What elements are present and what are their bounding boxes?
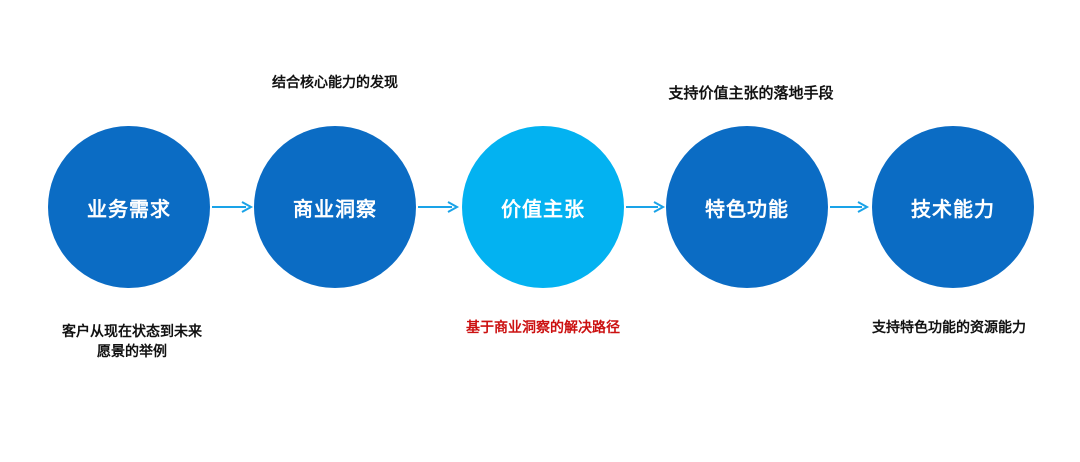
insight-note: 结合核心能力的发现 [272, 75, 398, 91]
feature-note: 支持价值主张的落地手段 [668, 84, 834, 102]
arrow-right-icon [626, 201, 666, 213]
step-label: 价值主张 [501, 196, 585, 221]
demand-note-line: 客户从现在状态到未来 [62, 324, 202, 340]
step-business-insight: 商业洞察 [254, 126, 416, 288]
arrow-right-icon [830, 201, 870, 213]
step-label: 业务需求 [87, 196, 171, 221]
step-label: 商业洞察 [293, 196, 377, 221]
demand-note-line: 愿景的举例 [97, 344, 167, 360]
arrow-right-icon [418, 201, 460, 213]
step-business-demand: 业务需求 [48, 126, 210, 288]
step-label: 技术能力 [911, 196, 995, 221]
step-value-proposition: 价值主张 [462, 126, 624, 288]
step-label: 特色功能 [705, 196, 789, 221]
demand-note: 客户从现在状态到未来 愿景的举例 [40, 322, 224, 362]
arrow-right-icon [212, 201, 254, 213]
step-technical-capability: 技术能力 [872, 126, 1034, 288]
value-note: 基于商业洞察的解决路径 [466, 320, 620, 336]
tech-note: 支持特色功能的资源能力 [872, 320, 1026, 336]
step-featured-functions: 特色功能 [666, 126, 828, 288]
